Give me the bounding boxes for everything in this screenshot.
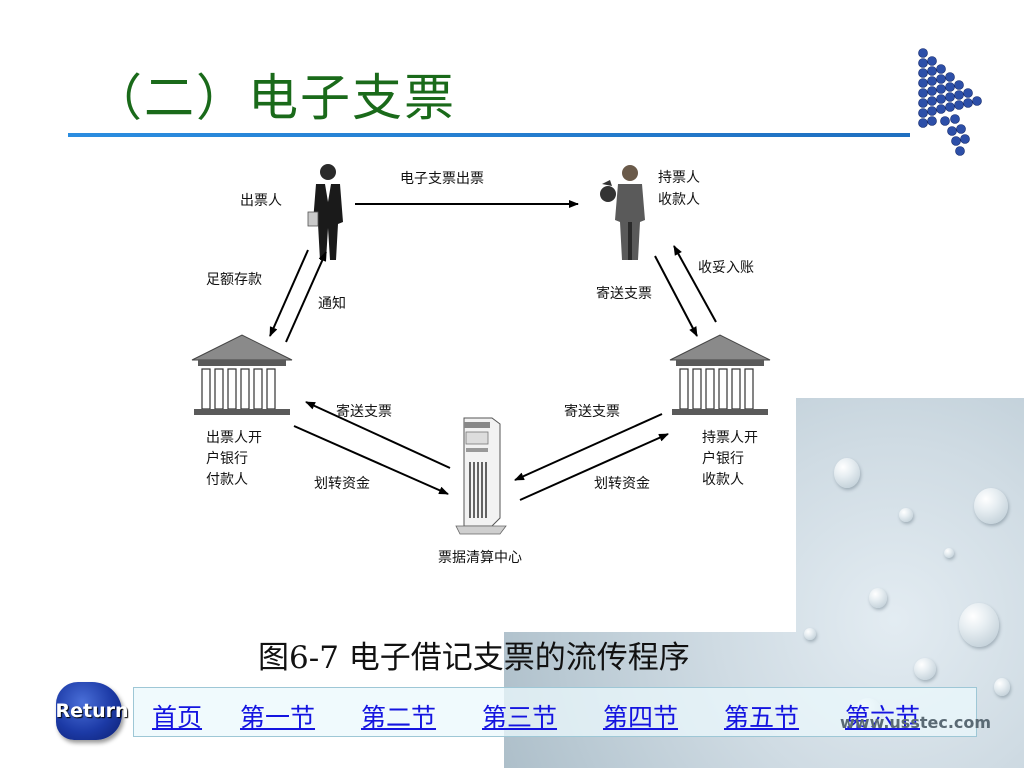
node-drawer-bank-line3: 付款人 xyxy=(206,472,248,488)
arrow-notify xyxy=(285,251,327,343)
bank-building-icon xyxy=(191,334,293,415)
edge-transfer-left-label: 划转资金 xyxy=(314,476,370,492)
arrow-collect-credit xyxy=(673,245,717,323)
arrow-sufficient-deposit xyxy=(269,249,309,337)
edge-issue-label: 电子支票出票 xyxy=(400,171,484,187)
diagram-panel: 出票人 持票人 收款人 出票人开 户银行 付款人 xyxy=(160,150,796,632)
edge-transfer-right-label: 划转资金 xyxy=(594,476,650,492)
nav-link-section-4[interactable]: 第四节 xyxy=(603,703,679,732)
node-drawer-bank-line2: 户银行 xyxy=(206,450,248,467)
bank-building-icon xyxy=(669,334,771,415)
server-tower-icon xyxy=(455,417,507,535)
figure-caption: 图6-7 电子借记支票的流传程序 xyxy=(258,640,690,676)
businessman-icon xyxy=(307,164,343,260)
return-button-icon xyxy=(56,682,122,740)
node-clearing-center: 票据清算中心 xyxy=(438,550,522,566)
return-button-label: Return xyxy=(55,700,129,722)
arrow-send-check-left xyxy=(305,401,451,469)
page-title: （二）电子支票 xyxy=(92,69,456,127)
node-holder-line1: 持票人 xyxy=(658,170,700,186)
edge-collect-credit-label: 收妥入账 xyxy=(698,260,754,276)
nav-link-section-5[interactable]: 第五节 xyxy=(724,703,800,732)
businessman-icon xyxy=(600,165,645,260)
return-button[interactable]: Return xyxy=(50,680,132,742)
cursor-dots-logo-icon xyxy=(918,48,982,156)
node-holder-bank-line1: 持票人开 xyxy=(702,430,758,446)
node-holder-line2: 收款人 xyxy=(658,192,700,208)
site-watermark: www.usstec.com xyxy=(840,713,992,732)
edge-send-check-holder-label: 寄送支票 xyxy=(596,285,652,302)
edge-sufficient-deposit-label: 足额存款 xyxy=(206,272,262,288)
nav-link-section-3[interactable]: 第三节 xyxy=(482,703,558,732)
node-drawer: 出票人 xyxy=(240,193,282,209)
arrow-transfer-right xyxy=(519,433,669,501)
section-nav: 首页 第一节 第二节 第三节 第四节 第五节 第六节 xyxy=(133,687,977,737)
edge-notify-label: 通知 xyxy=(318,295,346,312)
arrow-transfer-left xyxy=(293,425,449,495)
arrow-send-check-holder xyxy=(654,255,698,337)
nav-link-section-2[interactable]: 第二节 xyxy=(361,703,437,732)
check-flow-diagram: 出票人 持票人 收款人 出票人开 户银行 付款人 xyxy=(191,164,771,566)
node-holder-bank-line3: 收款人 xyxy=(702,472,744,488)
arrow-send-check-right xyxy=(514,413,663,481)
nav-link-home[interactable]: 首页 xyxy=(152,703,203,732)
node-drawer-bank-line1: 出票人开 xyxy=(206,430,262,446)
title-underline xyxy=(68,133,910,137)
edge-send-check-right-label: 寄送支票 xyxy=(564,403,620,420)
nav-link-section-6[interactable]: 第六节 xyxy=(845,703,921,732)
edge-send-check-left-label: 寄送支票 xyxy=(336,403,392,420)
node-holder-bank-line2: 户银行 xyxy=(702,450,744,467)
nav-link-section-1[interactable]: 第一节 xyxy=(240,703,316,732)
